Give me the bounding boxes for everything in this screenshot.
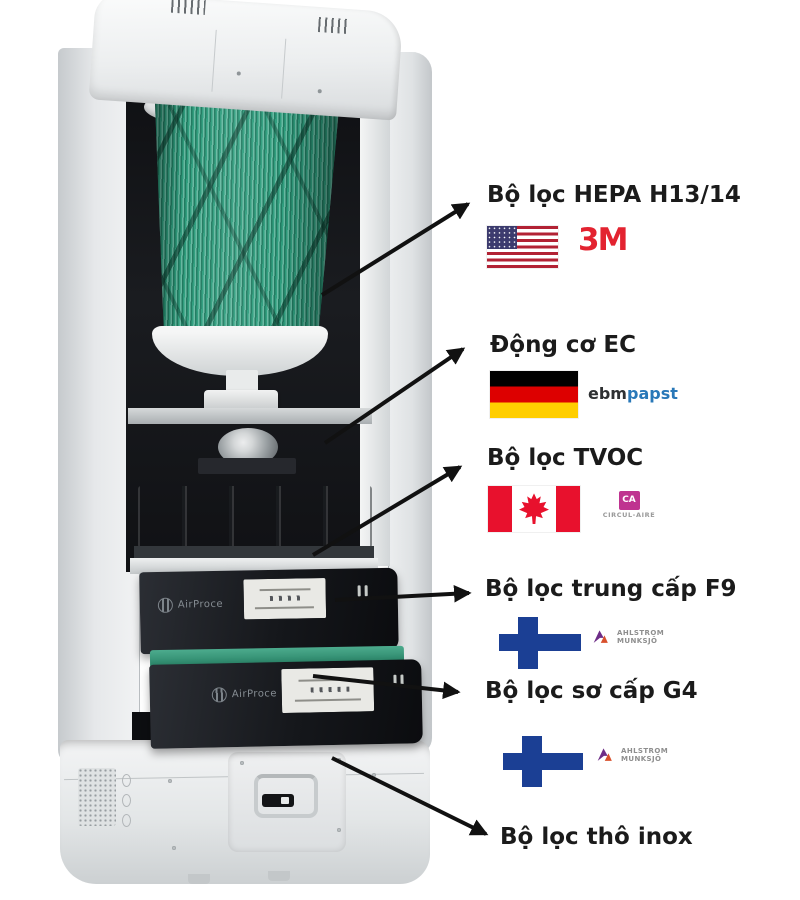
drawer-spec-label: [243, 578, 327, 620]
cap-vent-slots: [317, 16, 351, 35]
airproce-logo-icon: [157, 597, 174, 613]
base-air-grille: [78, 768, 116, 826]
base-oval-vent: [122, 794, 131, 807]
drawer-brand-text: AirProce: [177, 598, 224, 611]
label-hepa-filter: Bộ lọc HEPA H13/14: [487, 182, 741, 208]
finland-flag-icon: [499, 617, 581, 669]
us-flag-icon: [487, 226, 558, 268]
base-handle-slot: [262, 794, 294, 807]
hepa-filter-bracket: [204, 390, 278, 412]
canada-flag-icon: [488, 486, 580, 532]
base-oval-vent: [122, 774, 131, 787]
circulaire-logo: CA CIRCUL-AIRE: [598, 487, 660, 519]
f9-filter-drawer: AirProce: [139, 567, 399, 655]
base-oval-vent: [122, 814, 131, 827]
label-inox-prefilter: Bộ lọc thô inox: [500, 824, 693, 850]
base-foot: [188, 874, 210, 884]
cap-screw: [236, 71, 241, 76]
hepa-filter-cylinder: [147, 102, 341, 339]
drawer-handle-marks: [393, 674, 404, 686]
fan-scroll-housing: [138, 486, 372, 548]
cap-seam-line: [211, 29, 217, 92]
3m-logo: 3M: [578, 222, 628, 258]
base-handle-panel: [228, 752, 346, 852]
screw: [168, 779, 172, 783]
screw: [337, 828, 341, 832]
screw: [172, 846, 176, 850]
motor-mount: [198, 458, 296, 474]
finland-flag-icon: [503, 736, 583, 787]
cap-screw: [317, 89, 322, 94]
screw: [240, 761, 244, 765]
airproce-logo-icon: [211, 687, 227, 703]
base-handle-recess: [254, 774, 318, 818]
maple-leaf-icon: [519, 493, 549, 524]
ahlstrom-mark-icon: [597, 748, 612, 761]
screw: [372, 773, 376, 777]
drawer-spec-label: [281, 667, 375, 714]
drawer-handle-marks: [357, 585, 368, 597]
ebmpapst-logo: ebmpapst: [588, 384, 678, 403]
label-ec-motor: Động cơ EC: [490, 332, 636, 358]
label-tvoc-filter: Bộ lọc TVOC: [487, 445, 644, 471]
cap-seam-line: [281, 38, 287, 99]
machine-base: [60, 740, 430, 884]
label-g4-filter: Bộ lọc sơ cấp G4: [485, 678, 698, 704]
label-f9-filter: Bộ lọc trung cấp F9: [485, 576, 737, 602]
screw: [337, 758, 341, 762]
cap-vent-slots: [170, 0, 206, 16]
g4-filter-drawer: AirProce: [149, 659, 423, 749]
germany-flag-icon: [490, 371, 578, 418]
base-foot: [268, 871, 290, 881]
ahlstrom-mark-icon: [593, 630, 608, 643]
motor-shelf: [128, 408, 372, 424]
drawer-brand-text: AirProce: [231, 688, 278, 701]
